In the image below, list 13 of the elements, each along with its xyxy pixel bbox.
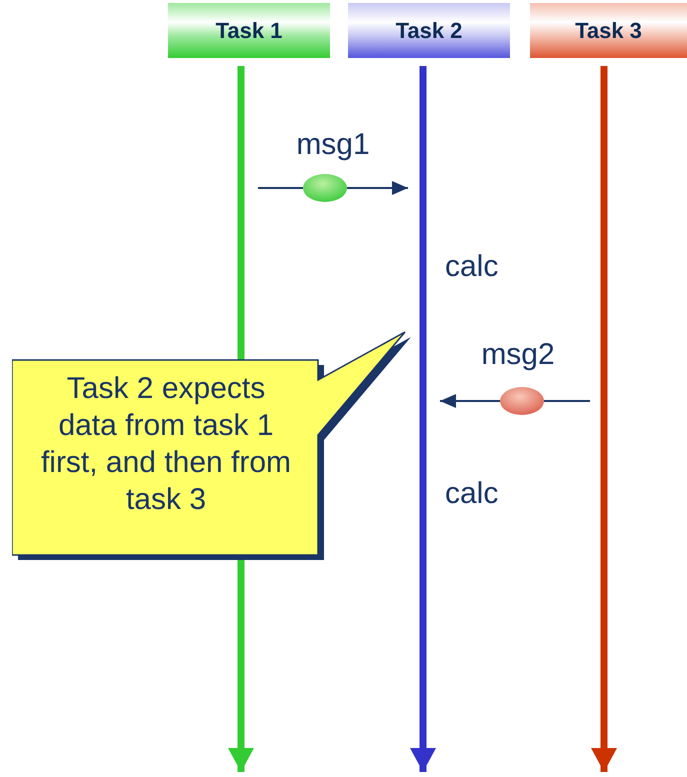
message-label: msg1 (295, 128, 371, 162)
callout-text: Task 2 expects data from task 1 first, and then from task 3 (40, 371, 292, 518)
lifeline-arrow (410, 66, 436, 772)
message-label: msg2 (480, 338, 556, 372)
message-arrow (440, 394, 500, 408)
message-arrow (347, 181, 408, 195)
step-label: calc (445, 477, 498, 511)
lifeline-arrow (591, 66, 617, 772)
step-label: calc (445, 250, 498, 284)
task-header: Task 2 (348, 3, 510, 58)
task-header: Task 3 (530, 3, 687, 58)
task-header: Task 1 (168, 3, 330, 58)
callout (12, 330, 412, 560)
